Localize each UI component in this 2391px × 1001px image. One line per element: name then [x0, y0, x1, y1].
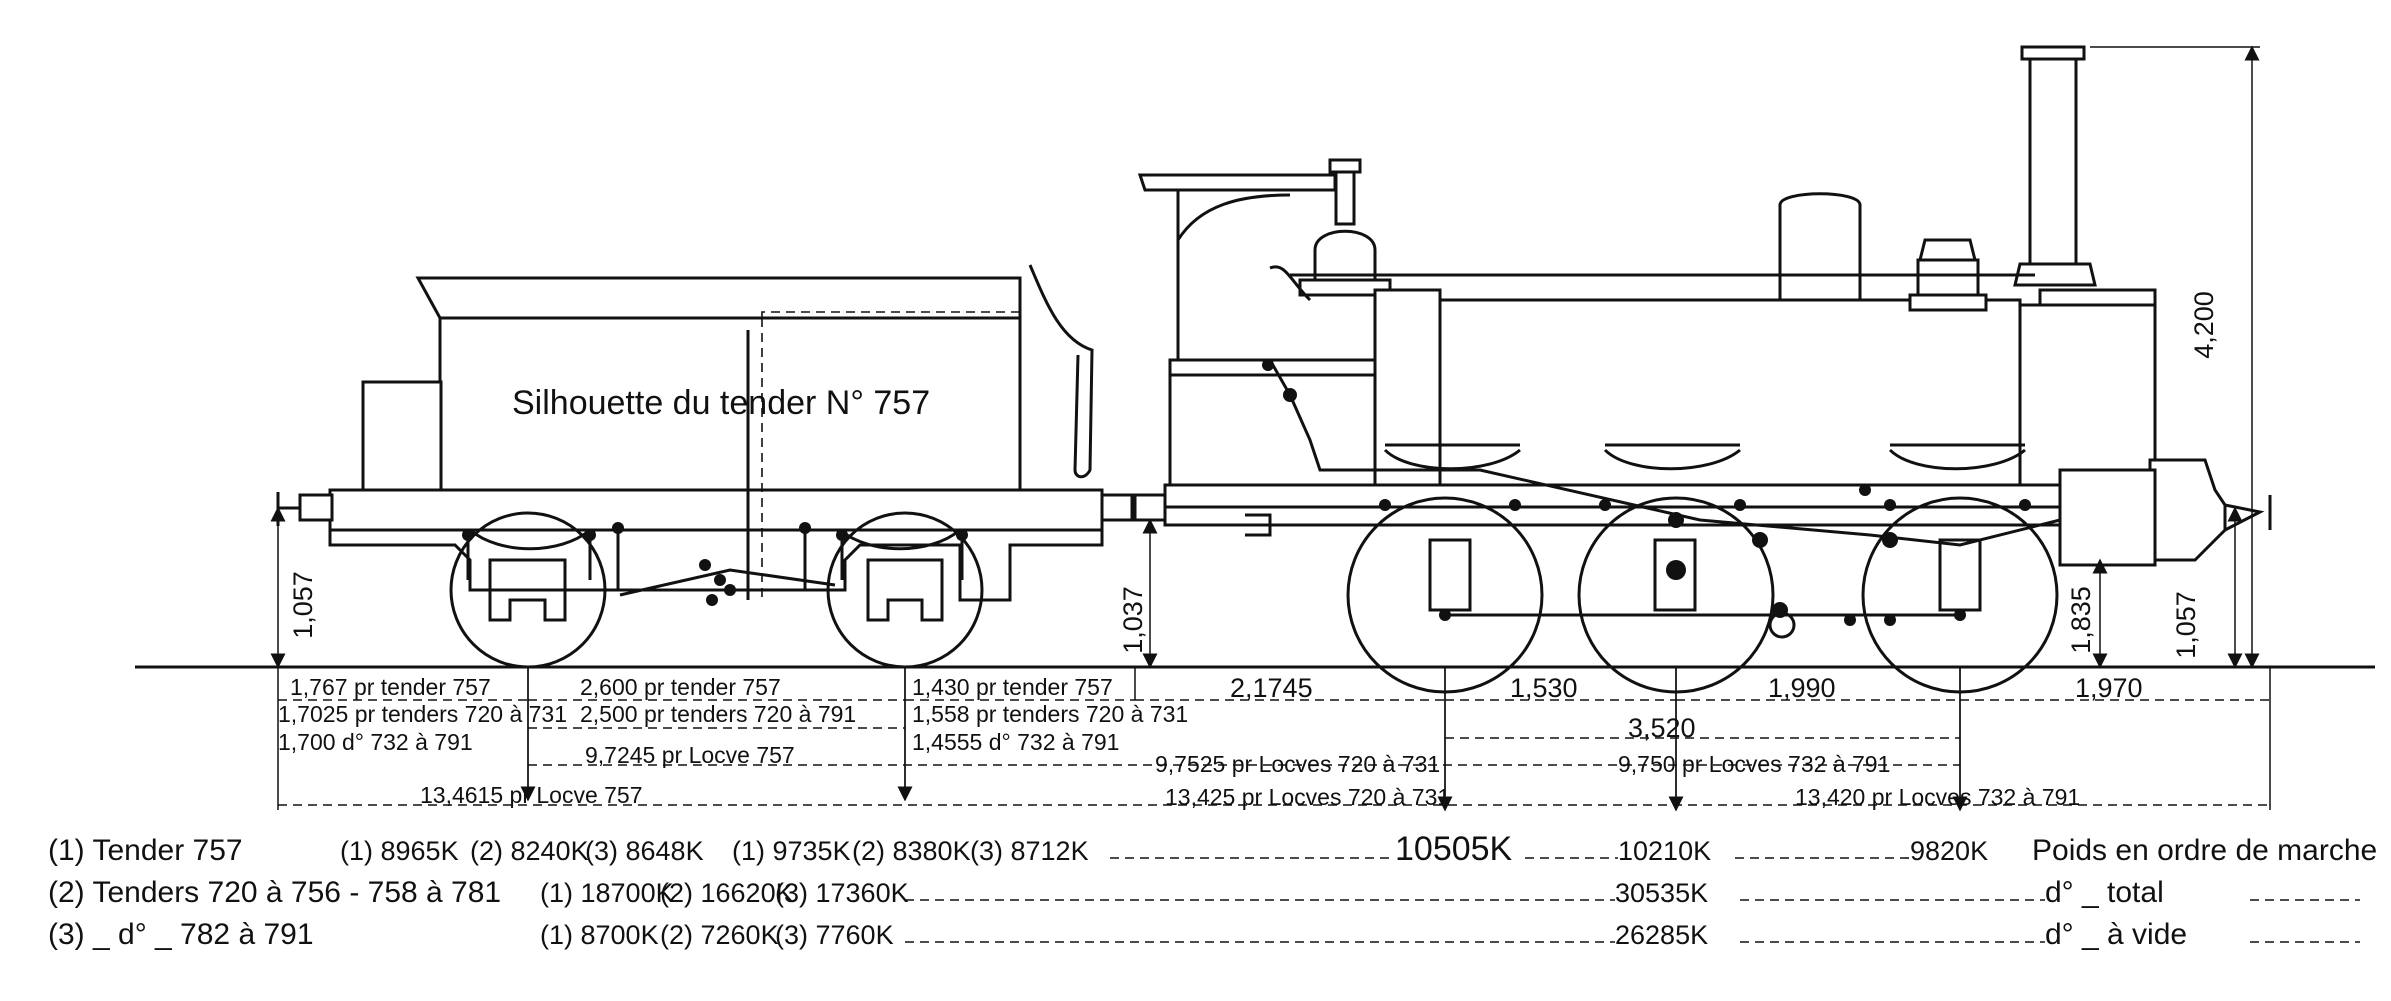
weight-run-loco3: 9820K — [1910, 836, 1988, 866]
weight-total-loco: 30535K — [1615, 878, 1708, 908]
weight-empty-tender-c: (3) 7760K — [775, 920, 894, 950]
height-buffer-front: 1,057 — [2171, 591, 2201, 659]
weight-run-tender1-c: (3) 8648K — [585, 836, 704, 866]
dim-front-overhang: 2,1745 — [1230, 673, 1313, 703]
weight-run-tender2-b: (2) 8380K — [852, 836, 971, 866]
weight-empty-loco: 26285K — [1615, 920, 1708, 950]
dim-seg1-line1: 1,767 pr tender 757 — [290, 674, 491, 700]
height-1835: 1,835 — [2066, 586, 2096, 654]
weights-table: (1) 8965K (2) 8240K (3) 8648K (1) 9735K … — [340, 830, 2377, 951]
weight-run-label: Poids en ordre de marche — [2032, 834, 2377, 867]
dim-seg2-line1: 2,600 pr tender 757 — [580, 674, 781, 700]
height-dimensions: 4,200 1,835 1,057 1,057 1,037 — [270, 45, 2260, 669]
dim-overall-720-731: 13,425 pr Locves 720 à 731 — [1165, 784, 1450, 810]
dim-seg2-line2: 2,500 pr tenders 720 à 791 — [580, 701, 856, 727]
weight-run-tender1-a: (1) 8965K — [340, 836, 459, 866]
legend-row-3: (3) _ d° _ 782 à 791 — [48, 918, 314, 951]
height-buffer-rear: 1,057 — [288, 571, 318, 639]
tender-label: Silhouette du tender N° 757 — [512, 384, 930, 422]
dim-overall-732-791: 13,420 pr Locves 732 à 791 — [1795, 784, 2080, 810]
dim-seg3-line3: 1,4555 d° 732 à 791 — [912, 729, 1119, 755]
weight-empty-tender-a: (1) 8700K — [540, 920, 659, 950]
weight-total-tender-c: (3) 17360K — [775, 878, 909, 908]
dim-total-wheelbase: 3,520 — [1628, 713, 1696, 743]
dim-wheelbase-732-791: 9,750 pr Locves 732 à 791 — [1618, 751, 1890, 777]
dim-seg3-line2: 1,558 pr tenders 720 à 731 — [912, 701, 1188, 727]
dim-seg1-line2: 1,7025 pr tenders 720 à 731 — [278, 701, 567, 727]
weight-empty-tender-b: (2) 7260K — [660, 920, 779, 950]
dim-wheelbase-757: 9,7245 pr Locve 757 — [585, 742, 795, 768]
weight-total-tender-b: (2) 16620K — [660, 878, 794, 908]
dim-rear-overhang: 1,970 — [2075, 673, 2143, 703]
weight-total-label: d° _ total — [2045, 876, 2164, 909]
height-coupling: 1,037 — [1118, 586, 1148, 654]
legend-row-2: (2) Tenders 720 à 756 - 758 à 781 — [48, 876, 501, 909]
weight-run-loco2: 10210K — [1618, 836, 1711, 866]
legend-row-1: (1) Tender 757 — [48, 834, 243, 867]
dim-seg3-line1: 1,430 pr tender 757 — [912, 674, 1113, 700]
weight-run-tender2-a: (1) 9735K — [732, 836, 851, 866]
locomotive-drawing — [1133, 45, 2272, 694]
legend: (1) Tender 757 (2) Tenders 720 à 756 - 7… — [48, 834, 501, 951]
dim-wheelbase-2: 1,990 — [1768, 673, 1836, 703]
tender-drawing: Silhouette du tender N° 757 — [276, 264, 1134, 669]
dim-wheelbase-720-731: 9,7525 pr Locves 720 à 731 — [1155, 751, 1440, 777]
height-total: 4,200 — [2189, 291, 2219, 359]
dim-overall-757: 13,4615 pr Locve 757 — [420, 782, 643, 808]
weight-run-loco1: 10505K — [1395, 830, 1513, 868]
dim-seg1-line3: 1,700 d° 732 à 791 — [278, 729, 473, 755]
dim-wheelbase-1: 1,530 — [1510, 673, 1578, 703]
weight-run-tender2-c: (3) 8712K — [970, 836, 1089, 866]
length-dimensions: 1,767 pr tender 757 1,7025 pr tenders 72… — [277, 667, 2271, 812]
weight-total-tender-a: (1) 18700K — [540, 878, 674, 908]
weight-run-tender1-b: (2) 8240K — [470, 836, 589, 866]
weight-empty-label: d° _ à vide — [2045, 918, 2187, 951]
